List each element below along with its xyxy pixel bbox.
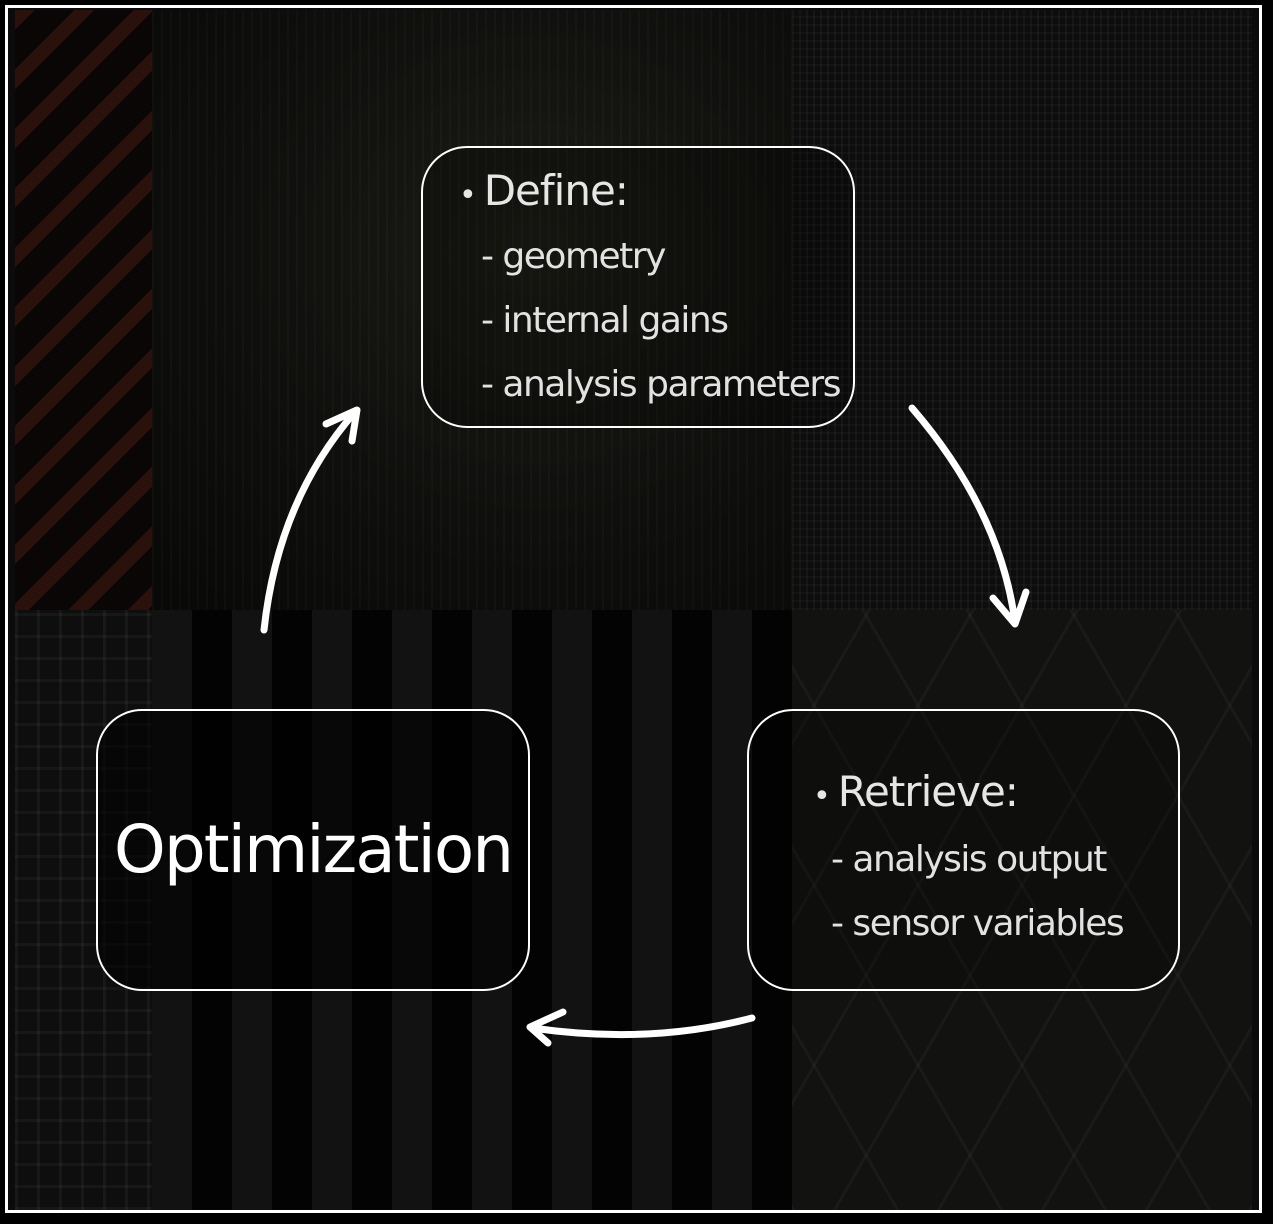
define-item-analysis-parameters: - analysis parameters <box>481 364 841 405</box>
background-photo-top-left-strip <box>15 10 152 610</box>
optimization-box: Optimization <box>96 709 530 991</box>
define-item-internal-gains: - internal gains <box>481 300 729 341</box>
retrieve-heading: • Retrieve: <box>813 767 1019 816</box>
retrieve-box: • Retrieve: - analysis output - sensor v… <box>747 709 1180 991</box>
arrow-define-to-retrieve <box>908 404 1030 628</box>
bullet-icon: • <box>459 178 477 213</box>
optimization-label: Optimization <box>113 811 514 888</box>
define-heading: • Define: <box>459 166 629 215</box>
define-item-geometry: - geometry <box>481 236 666 277</box>
retrieve-title: Retrieve: <box>837 767 1019 816</box>
define-box: • Define: - geometry - internal gains - … <box>421 146 855 428</box>
background-photo-top-left <box>152 10 792 610</box>
arrow-retrieve-to-optimization <box>526 1008 756 1047</box>
background-photo-top-right <box>792 10 1252 610</box>
bullet-icon: • <box>813 779 831 814</box>
retrieve-item-analysis-output: - analysis output <box>831 839 1107 880</box>
arrow-optimization-to-define <box>260 406 361 634</box>
retrieve-item-sensor-variables: - sensor variables <box>831 903 1125 944</box>
define-title: Define: <box>483 166 629 215</box>
